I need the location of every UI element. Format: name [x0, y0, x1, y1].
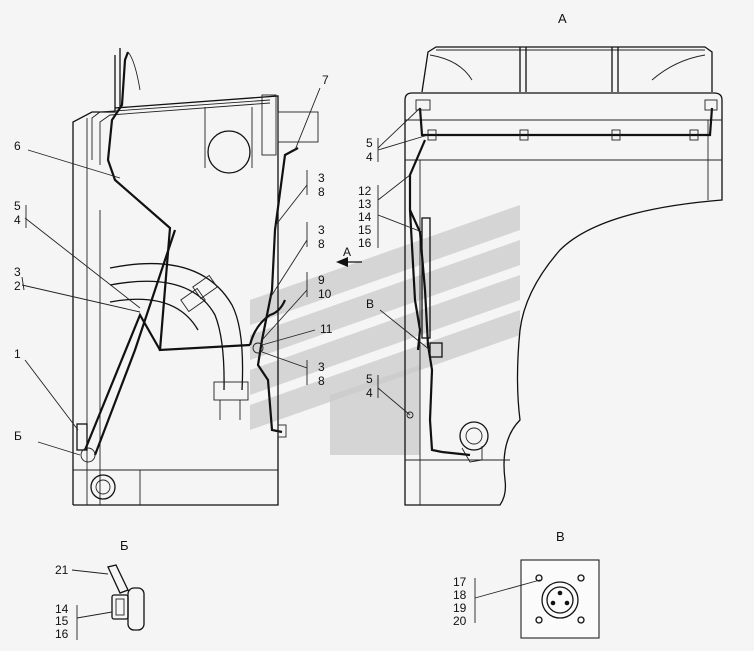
- callout: 21: [55, 563, 69, 577]
- porthole: [207, 130, 251, 174]
- view-a-title: А: [558, 11, 567, 26]
- callout: 17: [453, 575, 467, 589]
- callout: 18: [453, 588, 467, 602]
- callout: 7: [322, 73, 329, 87]
- callout: 4: [14, 213, 21, 227]
- direction-arrow-label: А: [343, 245, 351, 259]
- view-a-callouts: 5 4 12 13 14 15 16 В 5 4: [358, 136, 374, 400]
- cab-outline: [72, 95, 279, 506]
- socket-panel: [520, 559, 600, 639]
- main-callouts: 1 3 2 5 4 6 7 3 8 3 8 9 10 11 3 8 Б: [14, 73, 333, 443]
- rear-lamp: [76, 423, 88, 451]
- view-b-callouts: 21 14 15 16: [55, 563, 69, 641]
- callout: 4: [366, 386, 373, 400]
- callout: 10: [318, 287, 332, 301]
- callout: 8: [318, 185, 325, 199]
- callout: 15: [55, 614, 69, 628]
- callout: 6: [14, 139, 21, 153]
- callout: 2: [14, 279, 21, 293]
- direction-arrow-a: А: [336, 245, 362, 267]
- main-callout-leaders: [21, 87, 321, 456]
- callout: 3: [318, 223, 325, 237]
- callout: Б: [14, 429, 22, 443]
- callout: 19: [453, 601, 467, 615]
- callout: 14: [55, 602, 69, 616]
- callout: 5: [366, 372, 373, 386]
- socket-ring: [541, 581, 579, 619]
- callout: 16: [358, 236, 372, 250]
- view-b-title: Б: [120, 538, 129, 553]
- watermark-logo: [250, 205, 520, 455]
- callout: В: [366, 297, 374, 311]
- callout: 15: [358, 223, 372, 237]
- cab-body-a: [404, 92, 723, 506]
- callout: 3: [318, 171, 325, 185]
- callout: 11: [320, 322, 333, 336]
- round-fitting: [90, 474, 116, 500]
- callout: 9: [318, 273, 325, 287]
- callout: 16: [55, 627, 69, 641]
- reel: [459, 421, 489, 451]
- main-view: [72, 48, 319, 506]
- callout: 12: [358, 184, 372, 198]
- callout: 3: [318, 360, 325, 374]
- view-v-title: В: [556, 529, 565, 544]
- callout: 20: [453, 614, 467, 628]
- callout: 14: [358, 210, 372, 224]
- view-v: В: [474, 529, 600, 639]
- callout: 3: [14, 265, 21, 279]
- view-a-callout-leaders: [377, 107, 431, 416]
- callout: 5: [14, 199, 21, 213]
- harness-main: [106, 51, 251, 352]
- callout: 8: [318, 237, 325, 251]
- callout: 13: [358, 197, 372, 211]
- view-a: А: [404, 11, 723, 506]
- view-b: Б: [71, 538, 145, 640]
- callout: 8: [318, 374, 325, 388]
- view-v-callouts: 17 18 19 20: [453, 575, 467, 628]
- callout: 5: [366, 136, 373, 150]
- callout: 1: [14, 347, 21, 361]
- callout: 4: [366, 150, 373, 164]
